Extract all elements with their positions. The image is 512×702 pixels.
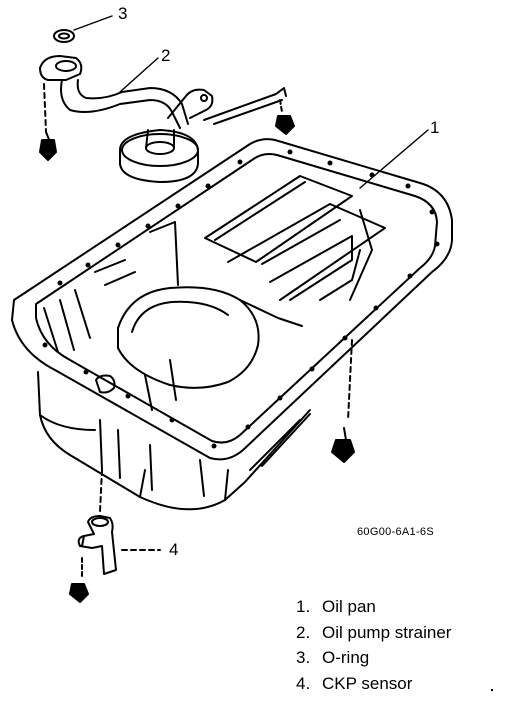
callout-2: 2 [161, 46, 171, 65]
pan-bolt [331, 339, 355, 463]
legend-number: 1. [296, 597, 311, 616]
legend-item: 3. O-ring [296, 648, 451, 674]
stray-dot [491, 689, 493, 691]
oil-pan [11, 138, 453, 511]
parts-legend: 1. Oil pan 2. Oil pump strainer 3. O-rin… [296, 597, 451, 699]
legend-number: 4. [296, 673, 311, 693]
legend-label: Oil pump strainer [322, 622, 452, 642]
callout-3: 3 [118, 4, 128, 23]
legend-number: 2. [296, 622, 311, 642]
oil-pump-strainer [39, 55, 214, 183]
figure-code: 60G00-6A1-6S [357, 526, 434, 538]
leader-line-3 [73, 15, 113, 31]
strainer-bolt-right [203, 87, 295, 135]
strainer-bolt-left [39, 83, 57, 161]
callout-4: 4 [169, 540, 179, 559]
legend-label: O-ring [322, 648, 370, 667]
legend-label: Oil pan [322, 597, 376, 616]
o-ring [53, 29, 75, 43]
leader-line-2 [119, 57, 159, 93]
legend-label: CKP sensor [322, 673, 413, 693]
legend-item: 1. Oil pan [296, 597, 451, 623]
legend-item: 4. CKP sensor [296, 674, 451, 700]
ckp-sensor [77, 469, 161, 575]
legend-number: 3. [296, 648, 311, 667]
legend-item: 2. Oil pump strainer [296, 623, 451, 649]
ckp-sensor-bolt [69, 557, 89, 603]
leader-line-1 [359, 129, 429, 189]
callout-1: 1 [430, 118, 440, 137]
